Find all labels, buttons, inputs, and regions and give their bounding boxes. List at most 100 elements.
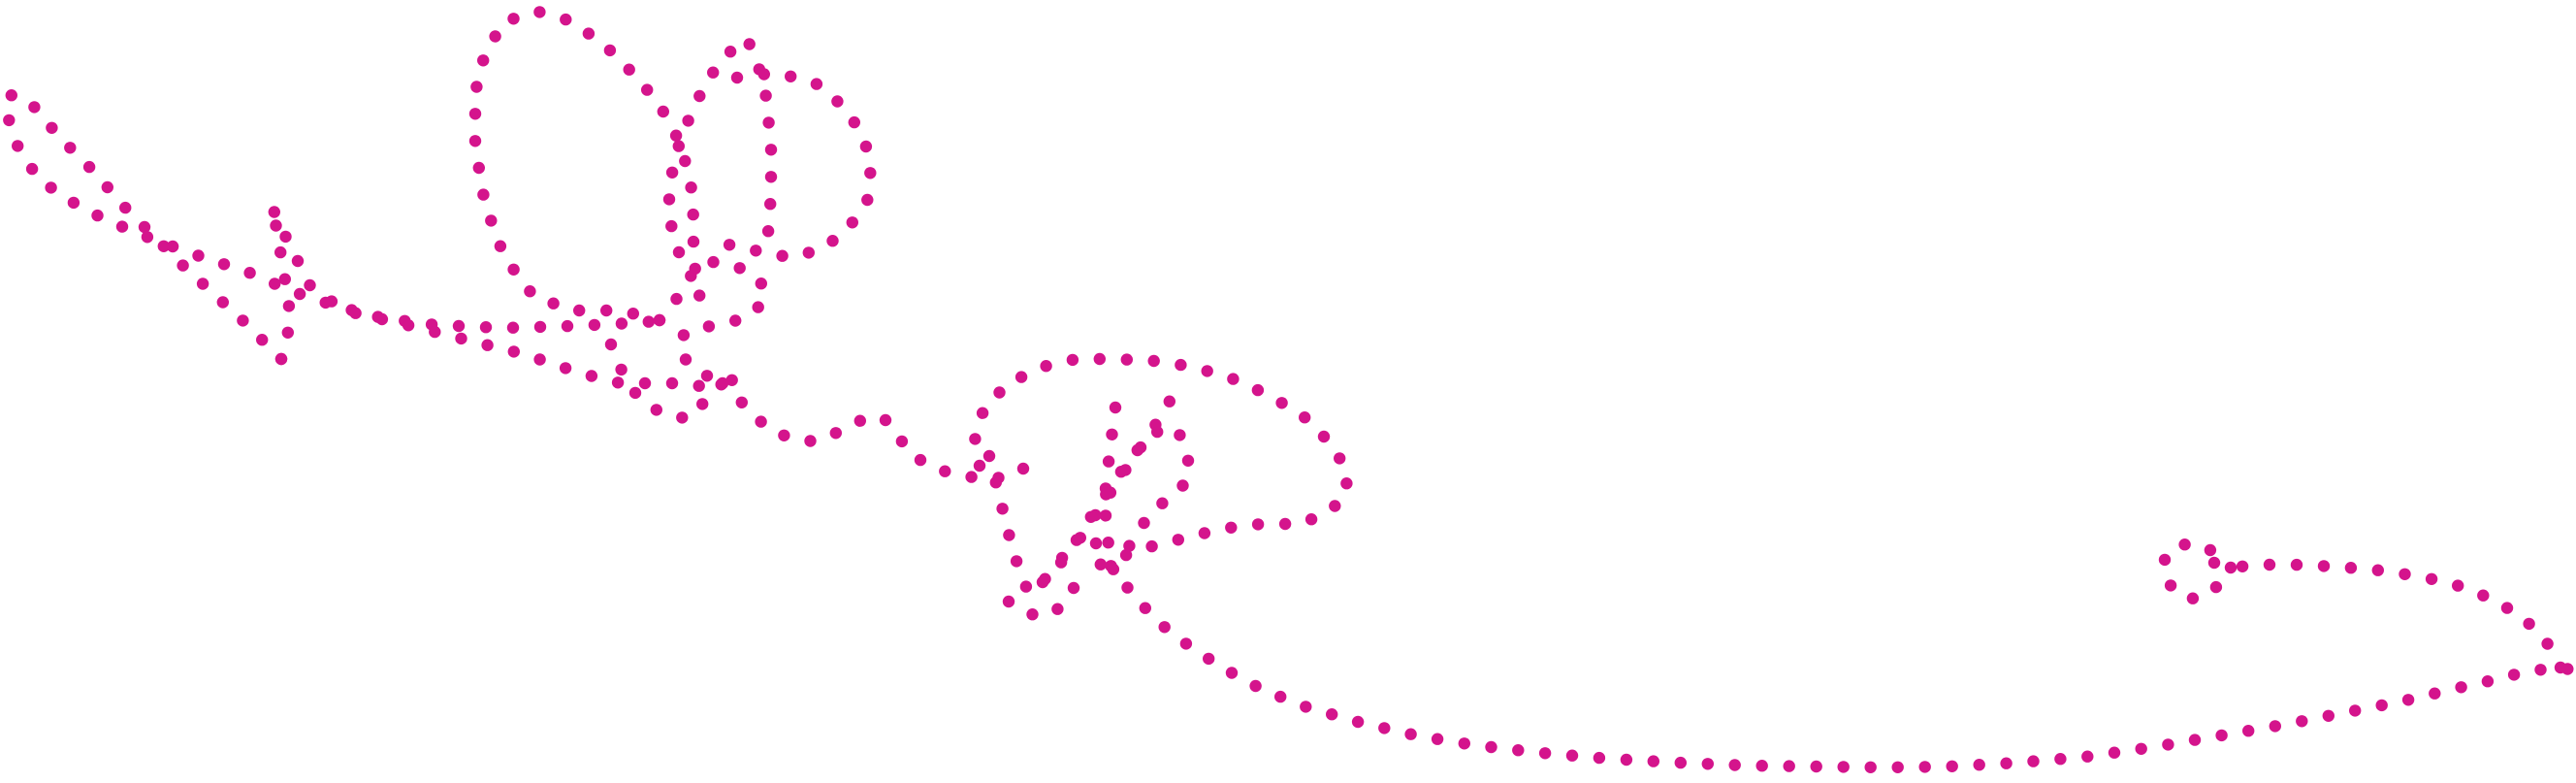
trail-dot (1278, 517, 1292, 531)
trail-dot (192, 249, 205, 262)
trail-dot (707, 255, 720, 269)
trail-dot (759, 89, 772, 102)
trail-dot (895, 435, 909, 448)
trail-dot (1010, 555, 1023, 568)
trail-dot (685, 181, 697, 194)
trail-dot (1203, 652, 1215, 666)
trail-dot (1249, 679, 1262, 693)
trail-dot (1431, 733, 1444, 745)
trail-dot (642, 315, 655, 328)
trail-dot (2523, 617, 2535, 631)
trail-dot (1593, 751, 1606, 765)
trail-dot (826, 235, 839, 247)
trail-dot (2224, 561, 2238, 574)
trail-dot (470, 81, 483, 93)
trail-dot (472, 161, 485, 175)
trail-dot (1036, 575, 1049, 589)
trail-dot (2371, 564, 2384, 576)
trail-dot (1351, 715, 1365, 729)
trail-dot (1106, 428, 1118, 440)
trail-dot (604, 338, 618, 351)
trail-dot (2429, 687, 2441, 700)
trail-dot (1198, 527, 1211, 539)
trail-dot (25, 162, 39, 176)
trail-dot (1326, 708, 1338, 721)
trail-dot (2207, 556, 2221, 570)
trail-dot (2162, 738, 2174, 751)
trail-dot (2481, 675, 2495, 688)
trail-dot (2399, 568, 2411, 580)
trail-dot (1002, 595, 1015, 608)
trail-dot (2425, 572, 2438, 585)
trail-dot (2027, 755, 2040, 767)
trail-dot (627, 308, 639, 320)
trail-dot (1102, 537, 1114, 549)
trail-dot (1174, 429, 1186, 441)
trail-dot (848, 115, 860, 129)
trail-dot (477, 188, 490, 201)
trail-dot (1179, 637, 1193, 650)
trail-dot (752, 301, 764, 313)
trail-dot (861, 193, 874, 207)
trail-dot (1019, 580, 1033, 593)
trail-dot (2541, 637, 2554, 650)
trail-dot (615, 363, 628, 376)
trail-dot (1251, 518, 1265, 531)
trail-dot (969, 433, 982, 445)
trail-dot (693, 289, 706, 302)
trail-dot (700, 370, 714, 382)
trail-dot (1891, 761, 1904, 773)
trail-dot (256, 334, 269, 346)
trail-dot (696, 398, 709, 410)
trail-dot (2349, 704, 2362, 717)
trail-dot (725, 374, 738, 386)
trail-dot (243, 267, 256, 279)
trail-dot (1172, 534, 1185, 546)
trail-dot (641, 83, 654, 96)
trail-dot (859, 140, 873, 153)
trail-dot (1119, 548, 1133, 562)
trail-dot (481, 339, 494, 351)
trail-dot (702, 320, 716, 333)
trail-dot (494, 240, 507, 252)
trail-dot (600, 304, 613, 317)
trail-dot (1274, 690, 1287, 703)
trail-dot (91, 209, 104, 222)
trail-dot (692, 379, 705, 392)
trail-dot (1201, 365, 1213, 377)
trail-dot (282, 300, 296, 312)
trail-dot (582, 27, 596, 40)
trail-dot (166, 240, 179, 253)
trail-dot (157, 240, 170, 252)
trail-dot (939, 465, 951, 477)
trail-dot (2188, 734, 2202, 746)
trail-dot (2477, 589, 2490, 602)
trail-dot (603, 44, 617, 57)
trail-dot (2344, 562, 2358, 574)
trail-dot (757, 68, 770, 81)
trail-dot (1067, 581, 1080, 595)
trail-dot (776, 249, 789, 262)
trail-dot (665, 376, 679, 390)
trail-dot (2322, 709, 2334, 722)
trail-dot (729, 314, 742, 327)
trail-dot (2209, 580, 2223, 594)
trail-dot (268, 206, 280, 218)
trail-dot (485, 214, 498, 227)
trail-dot (2269, 720, 2281, 733)
trail-dot (1225, 667, 1239, 679)
trail-dot (687, 235, 700, 248)
trail-dot (628, 386, 642, 400)
trail-dot (1701, 758, 1715, 770)
trail-dot (662, 193, 676, 206)
trail-dot (1114, 466, 1128, 478)
trail-dot (375, 312, 389, 326)
trail-dot (559, 362, 572, 375)
trail-dot (1145, 539, 1158, 553)
trail-dot (2158, 553, 2172, 567)
trail-dot (1334, 452, 1346, 465)
trail-dot (677, 329, 691, 342)
trail-dot (291, 254, 305, 268)
trail-dot (1340, 477, 1353, 490)
trail-dot (670, 292, 683, 306)
